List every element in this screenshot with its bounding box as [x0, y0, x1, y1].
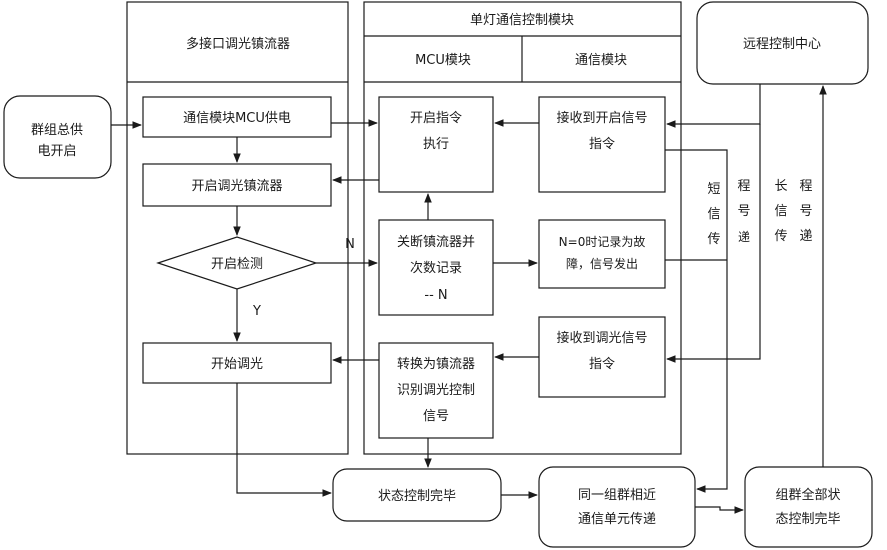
svg-text:执行: 执行 [423, 137, 449, 152]
svg-text:N=0时记录为故: N=0时记录为故 [559, 234, 646, 249]
svg-text:开启检测: 开启检测 [211, 257, 263, 272]
fault-report-node: N=0时记录为故 障，信号发出 [538, 219, 666, 289]
svg-text:信号: 信号 [423, 409, 449, 424]
svg-text:信: 信 [707, 207, 720, 222]
recv-dim-node: 接收到调光信号 指令 [538, 316, 666, 398]
group-power-node: 群组总供 电开启 [3, 95, 112, 179]
label-short-comm: 短 信 传 程 号 递 [707, 179, 750, 247]
svg-text:长: 长 [774, 179, 787, 194]
svg-text:开启调光镇流器: 开启调光镇流器 [191, 179, 282, 194]
svg-text:递: 递 [738, 230, 750, 244]
svg-text:态控制完毕: 态控制完毕 [775, 512, 840, 527]
svg-text:开始调光: 开始调光 [211, 357, 263, 372]
detect-decision: 开启检测 [156, 236, 318, 290]
control-lane-title: 单灯通信控制模块 [470, 13, 574, 28]
exec-open-node: 开启指令 执行 [378, 96, 494, 193]
comm-header: 通信模块 [575, 53, 627, 68]
svg-text:指令: 指令 [589, 137, 615, 152]
start-dimming-node: 开始调光 [142, 342, 332, 384]
arrow-start-to-done [236, 383, 332, 497]
svg-text:远程控制中心: 远程控制中心 [743, 37, 821, 52]
svg-text:通信单元传递: 通信单元传递 [578, 512, 656, 527]
svg-text:传: 传 [707, 232, 720, 247]
svg-text:通信模块MCU供电: 通信模块MCU供电 [183, 111, 291, 126]
svg-text:程: 程 [799, 179, 812, 194]
arrow-recvopen-to-neighbor [665, 149, 728, 493]
label-no: N [345, 237, 355, 252]
svg-text:群组总供: 群组总供 [31, 123, 83, 138]
svg-text:-- N: -- N [424, 288, 447, 303]
connectors [111, 84, 827, 514]
recv-open-node: 接收到开启信号 指令 [538, 96, 666, 193]
svg-text:接收到调光信号: 接收到调光信号 [556, 330, 647, 346]
svg-text:开启指令: 开启指令 [410, 111, 462, 126]
mcu-header: MCU模块 [415, 53, 471, 68]
label-yes: Y [252, 304, 261, 319]
svg-text:传: 传 [774, 229, 787, 244]
svg-text:指令: 指令 [589, 357, 615, 372]
open-ballast-node: 开启调光镇流器 [142, 163, 332, 207]
svg-text:同一组群相近: 同一组群相近 [578, 488, 656, 503]
svg-text:递: 递 [799, 229, 812, 244]
svg-text:关断镇流器并: 关断镇流器并 [397, 235, 475, 250]
svg-text:障，信号发出: 障，信号发出 [566, 256, 638, 271]
arrow-neighbor-to-groupdone [695, 506, 744, 514]
svg-text:次数记录: 次数记录 [410, 260, 462, 276]
control-lane: 单灯通信控制模块 MCU模块 通信模块 [363, 1, 682, 455]
svg-text:信: 信 [774, 204, 787, 219]
ballast-lane-title: 多接口调光镇流器 [186, 36, 290, 52]
svg-text:组群全部状: 组群全部状 [775, 487, 840, 503]
group-done-node: 组群全部状 态控制完毕 [744, 466, 873, 548]
svg-text:短: 短 [707, 182, 720, 197]
shutdown-record-node: 关断镇流器并 次数记录 -- N [378, 219, 494, 316]
svg-text:状态控制完毕: 状态控制完毕 [378, 489, 456, 504]
state-done-node: 状态控制完毕 [332, 468, 502, 522]
remote-center-node: 远程控制中心 [696, 1, 869, 85]
svg-text:转换为镇流器: 转换为镇流器 [397, 357, 475, 372]
pass-neighbor-node: 同一组群相近 通信单元传递 [538, 466, 696, 548]
arrow-remote-to-recvdim [666, 124, 761, 363]
svg-text:程: 程 [737, 179, 750, 194]
power-mcu-node: 通信模块MCU供电 [142, 96, 332, 138]
svg-text:识别调光控制: 识别调光控制 [397, 383, 475, 398]
svg-text:接收到开启信号: 接收到开启信号 [556, 110, 647, 126]
svg-text:号: 号 [799, 204, 812, 219]
convert-node: 转换为镇流器 识别调光控制 信号 [378, 342, 494, 439]
label-long-comm: 长 信 传 程 号 递 [774, 179, 812, 244]
svg-text:电开启: 电开启 [37, 144, 76, 159]
svg-text:号: 号 [737, 204, 750, 219]
